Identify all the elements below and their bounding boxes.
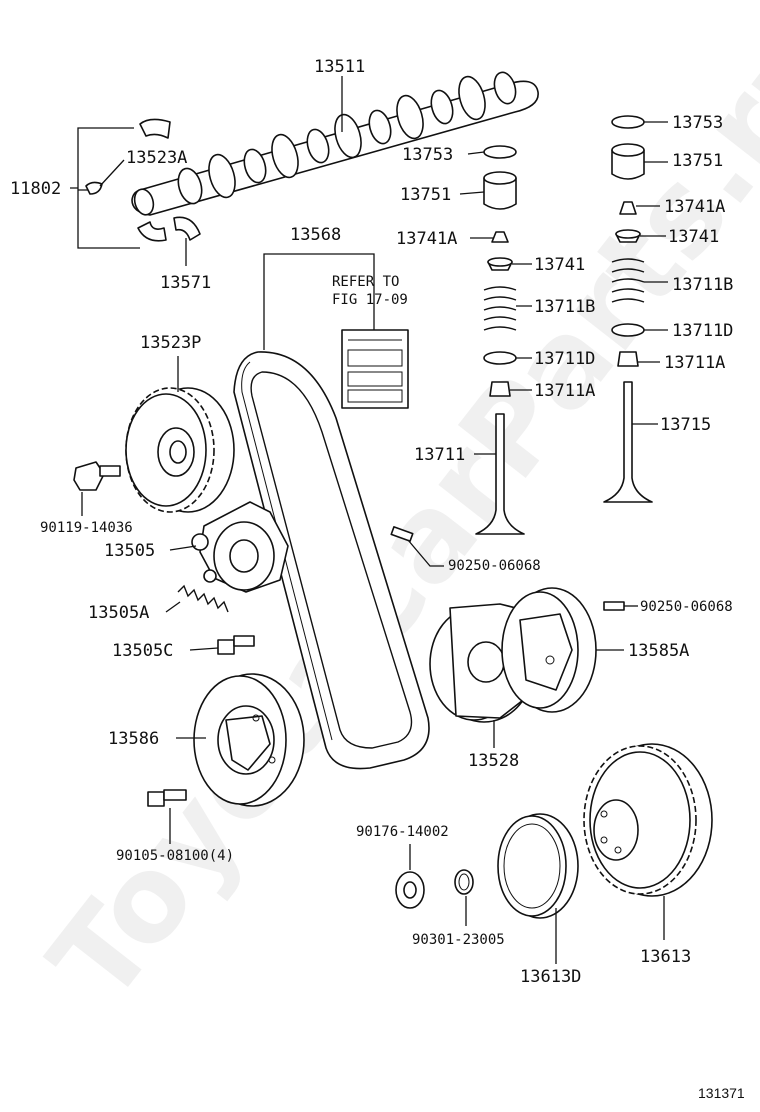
camshaft-pulley-13523p[interactable]	[125, 387, 235, 513]
seal-13613d[interactable]	[497, 813, 579, 919]
label-13711: 13711	[414, 445, 465, 465]
pulley-13613[interactable]	[583, 743, 713, 897]
refer-line2: FIG 17-09	[332, 292, 408, 308]
thrust-washer-13571[interactable]	[173, 216, 201, 241]
leader-90250-a	[407, 539, 444, 567]
label-13711b-right: 13711B	[672, 275, 733, 295]
label-13741-left: 13741	[534, 255, 585, 275]
label-90301-23005: 90301-23005	[412, 932, 505, 948]
label-13511: 13511	[314, 57, 365, 77]
label-13711a-left: 13711A	[534, 381, 595, 401]
label-13613d: 13613D	[520, 967, 581, 987]
label-13528: 13528	[468, 751, 519, 771]
refer-line1: REFER TO	[332, 274, 399, 290]
label-13568: 13568	[290, 225, 341, 245]
label-13523p: 13523P	[140, 333, 201, 353]
bolt-90105-08100[interactable]	[147, 789, 187, 807]
bearing-lower[interactable]	[137, 221, 167, 242]
shim-13753-left	[483, 145, 517, 159]
pin-90250-06068-a[interactable]	[390, 526, 414, 542]
label-13751-left: 13751	[400, 185, 451, 205]
label-13585a: 13585A	[628, 641, 689, 661]
lifter-13751-left	[483, 177, 517, 210]
leader-right-valve	[632, 121, 668, 425]
leader-13505c	[189, 647, 219, 651]
refer-sticker	[341, 329, 409, 409]
label-13523a: 13523A	[126, 148, 187, 168]
spring-13711b-left	[483, 286, 517, 331]
valve-train-right[interactable]	[603, 115, 653, 503]
label-13711a-right: 13711A	[664, 353, 725, 373]
seat-13711d-right	[611, 323, 645, 337]
key-13523a[interactable]	[85, 181, 103, 195]
label-13741a-left: 13741A	[396, 229, 457, 249]
oring-90301-23005[interactable]	[454, 869, 474, 895]
label-13571: 13571	[160, 273, 211, 293]
label-13505a: 13505A	[88, 603, 149, 623]
leader-13523a	[99, 159, 125, 187]
label-90176-14002: 90176-14002	[356, 824, 449, 840]
label-13715: 13715	[660, 415, 711, 435]
label-13711b-left: 13711B	[534, 297, 595, 317]
timing-belt-13568[interactable]	[233, 351, 430, 770]
bearing-upper[interactable]	[139, 118, 171, 139]
camshaft-13511[interactable]	[131, 70, 539, 217]
bracket-11802	[70, 127, 140, 249]
bolt-90119-14036[interactable]	[73, 461, 121, 491]
shim-13753-right	[611, 115, 645, 129]
label-90250-06068-b: 90250-06068	[640, 599, 733, 615]
spring-13711b-right	[611, 258, 645, 303]
seal-13711a-left	[489, 381, 511, 397]
leader-13505	[169, 545, 197, 551]
label-11802: 11802	[10, 179, 61, 199]
label-13505c: 13505C	[112, 641, 173, 661]
label-13741a-right: 13741A	[664, 197, 725, 217]
valve-13715	[603, 381, 653, 503]
keeper-13741a-right	[619, 201, 637, 215]
label-13711d-right: 13711D	[672, 321, 733, 341]
stud-13505c[interactable]	[217, 635, 255, 655]
label-13753-right: 13753	[672, 113, 723, 133]
valve-train-left[interactable]	[475, 145, 525, 535]
pin-90250-06068-b[interactable]	[603, 601, 625, 611]
label-13753-left: 13753	[402, 145, 453, 165]
nut-90176-14002[interactable]	[395, 871, 425, 909]
label-90119-14036: 90119-14036	[40, 520, 133, 536]
valve-13711	[475, 413, 525, 535]
pulley-13586[interactable]	[193, 673, 305, 807]
label-13505: 13505	[104, 541, 155, 561]
leader-left-valve	[459, 151, 532, 455]
spring-13505a[interactable]	[177, 584, 229, 613]
label-13613: 13613	[640, 947, 691, 967]
seat-13711d-left	[483, 351, 517, 365]
label-90250-06068-a: 90250-06068	[448, 558, 541, 574]
lifter-13751-right	[611, 149, 645, 180]
keeper-13741a-left	[491, 231, 509, 243]
label-13741-right: 13741	[668, 227, 719, 247]
bracket-13568	[263, 253, 375, 350]
seal-13711a-right	[617, 351, 639, 367]
leader-13505a	[165, 601, 181, 613]
label-90105-08100: 90105-08100(4)	[116, 848, 234, 864]
label-13711d-left: 13711D	[534, 349, 595, 369]
label-13586: 13586	[108, 729, 159, 749]
label-13751-right: 13751	[672, 151, 723, 171]
diagram-id: 131371	[698, 1085, 745, 1101]
plate-13585a[interactable]	[501, 587, 597, 713]
